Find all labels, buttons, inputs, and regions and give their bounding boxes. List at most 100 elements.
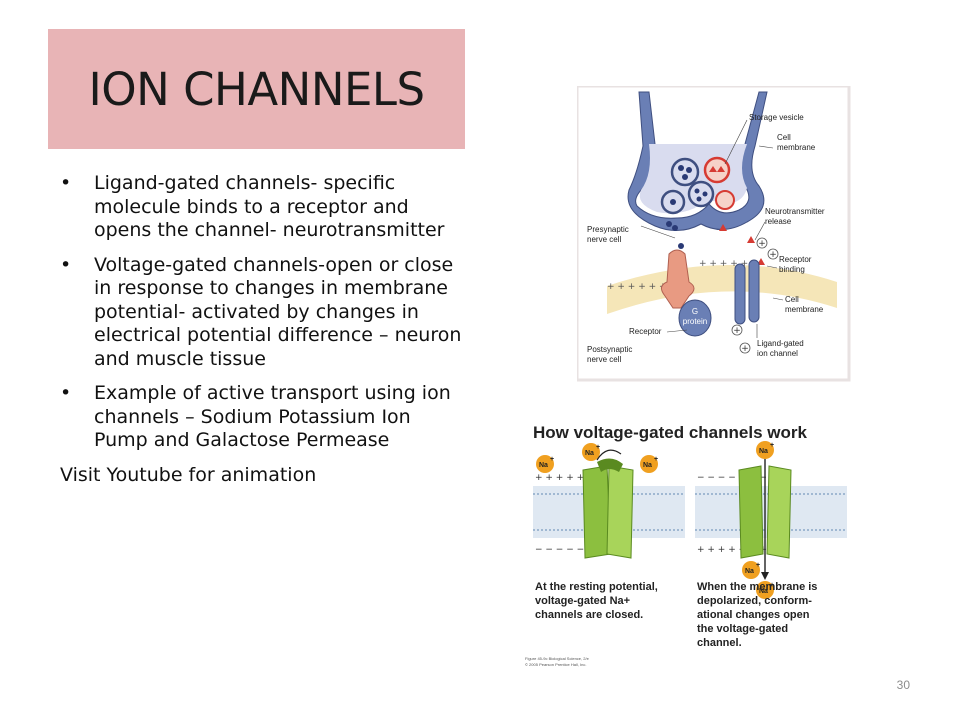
g-protein bbox=[678, 299, 712, 337]
neurotransmitter-molecule bbox=[696, 196, 702, 202]
receptor-protein bbox=[661, 249, 695, 309]
caption-line: At the resting potential, bbox=[535, 581, 658, 593]
cation-icon bbox=[739, 342, 751, 354]
label-ligand-gated: Ligand-gated bbox=[757, 339, 804, 348]
cation-sign: + bbox=[741, 344, 749, 354]
ion-arrow bbox=[596, 449, 622, 461]
storage-vesicle-red bbox=[703, 156, 731, 184]
label-ligand-gated: ion channel bbox=[757, 349, 798, 358]
right-caption: When the membrane is depolarized, confor… bbox=[697, 581, 817, 649]
caption-line: the voltage-gated bbox=[697, 623, 788, 635]
postsynaptic-membrane bbox=[607, 264, 837, 314]
youtube-note: Visit Youtube for animation bbox=[60, 463, 317, 486]
storage-vesicle bbox=[687, 180, 715, 208]
page-number: 30 bbox=[896, 678, 910, 692]
label-nt-release: release bbox=[765, 217, 792, 226]
sodium-ions: Na + Na + Na + bbox=[536, 443, 658, 473]
ion-label: Na bbox=[539, 462, 548, 469]
label-postsynaptic: Postsynaptic bbox=[587, 345, 632, 354]
ion-label: Na bbox=[759, 448, 768, 455]
label-presynaptic: Presynaptic bbox=[587, 225, 629, 234]
caption-line: voltage-gated Na+ bbox=[535, 595, 630, 607]
credit-line: © 2005 Pearson Prentice Hall, Inc. bbox=[525, 662, 586, 667]
label-cell-membrane: Cell bbox=[777, 133, 791, 142]
sodium-ion-icon bbox=[536, 455, 554, 473]
ion-label: Na bbox=[745, 568, 754, 575]
bullet-text: Ligand-gated channels- specific molecule… bbox=[94, 172, 445, 241]
neurotransmitter-molecule bbox=[702, 191, 708, 197]
diagram-labels: Storage vesicle Cell membrane Presynapti… bbox=[587, 113, 825, 364]
neurotransmitter-molecule bbox=[672, 225, 678, 231]
ion-channel-subunit bbox=[748, 259, 760, 323]
label-cell-membrane: membrane bbox=[777, 143, 816, 152]
sodium-ions: Na + Na + Na + bbox=[742, 441, 774, 599]
ion-label: Na bbox=[643, 462, 652, 469]
cation-icon bbox=[756, 237, 768, 249]
credit-line: Figure 45-9c Biological Science, 2/e bbox=[525, 656, 590, 661]
bullet-text: Voltage-gated channels-open or close in … bbox=[94, 253, 462, 370]
caption-line: channel. bbox=[697, 637, 742, 649]
leader-line bbox=[724, 119, 748, 165]
synapse-diagram: + + + + + + + + + + + G protein bbox=[577, 86, 851, 382]
bullet-list: • Ligand-gated channels- specific molecu… bbox=[60, 172, 470, 453]
slide-title: ION CHANNELS bbox=[88, 62, 425, 116]
cation-sign: + bbox=[758, 239, 766, 249]
sodium-ion-icon bbox=[756, 581, 774, 599]
label-cell-membrane-bottom: Cell bbox=[785, 295, 799, 304]
ion-charge: + bbox=[770, 582, 774, 589]
neurotransmitter-molecule bbox=[694, 188, 700, 194]
bullet-text: Example of active transport using ion ch… bbox=[94, 382, 451, 451]
neurotransmitter-molecule bbox=[678, 243, 684, 249]
cation-icon bbox=[731, 324, 743, 336]
bullet-item: • Ligand-gated channels- specific molecu… bbox=[60, 172, 470, 243]
title-box: ION CHANNELS bbox=[48, 29, 465, 149]
figure-credit: Figure 45-9c Biological Science, 2/e © 2… bbox=[525, 656, 590, 667]
g-protein-label: G bbox=[692, 307, 698, 316]
leader-line bbox=[754, 221, 766, 241]
bullet-item: • Voltage-gated channels-open or close i… bbox=[60, 254, 470, 372]
leader-line bbox=[766, 265, 778, 269]
ion-group: + + + + bbox=[731, 237, 779, 354]
label-receptor-binding: Receptor bbox=[779, 255, 812, 264]
ion-channel-subunit bbox=[734, 263, 746, 325]
arrow-head bbox=[761, 572, 769, 580]
neurotransmitter-molecule bbox=[719, 224, 727, 231]
label-storage-vesicle: Storage vesicle bbox=[749, 113, 804, 122]
bullet-list-area: • Ligand-gated channels- specific molecu… bbox=[60, 172, 470, 487]
ion-charge: + bbox=[756, 562, 760, 569]
leader-lines bbox=[640, 119, 784, 338]
neurotransmitter-molecule bbox=[678, 165, 684, 171]
g-protein-label: protein bbox=[683, 317, 707, 326]
channel-gate-closed bbox=[597, 458, 623, 472]
leader-line bbox=[640, 225, 676, 239]
membrane-charges-left: + + + + + + bbox=[607, 282, 667, 292]
caption-line: channels are closed. bbox=[535, 609, 643, 621]
bullet-marker: • bbox=[60, 382, 72, 404]
label-receptor: Receptor bbox=[629, 327, 662, 336]
sodium-ion-icon bbox=[742, 561, 760, 579]
sodium-ion-icon bbox=[640, 455, 658, 473]
plus-charges: + + + + + + + + bbox=[535, 473, 615, 483]
ion-charge: + bbox=[654, 456, 658, 463]
synapse-frame bbox=[577, 86, 851, 382]
ion-label: Na bbox=[585, 450, 594, 457]
neurotransmitter-molecule bbox=[709, 166, 717, 172]
minus-charges: − − − − − − − − bbox=[535, 545, 615, 555]
storage-vesicle-red bbox=[715, 190, 735, 210]
bullet-marker: • bbox=[60, 172, 72, 194]
neurotransmitter-molecule bbox=[666, 221, 672, 227]
ion-charge: + bbox=[596, 444, 600, 451]
left-caption: At the resting potential, voltage-gated … bbox=[535, 581, 658, 621]
plus-charges: + + + + + + + + bbox=[697, 545, 777, 555]
neurotransmitter-molecule bbox=[682, 174, 688, 180]
ion-charge: + bbox=[550, 456, 554, 463]
leader-line bbox=[758, 145, 774, 149]
sodium-ion-icon bbox=[756, 441, 774, 459]
neurotransmitter-molecule bbox=[670, 199, 676, 205]
leader-line bbox=[666, 329, 688, 333]
caption-line: depolarized, conform- bbox=[697, 595, 812, 607]
leader-line bbox=[772, 297, 784, 301]
neurotransmitter-molecule bbox=[717, 166, 725, 172]
neurotransmitter-molecule bbox=[686, 167, 692, 173]
